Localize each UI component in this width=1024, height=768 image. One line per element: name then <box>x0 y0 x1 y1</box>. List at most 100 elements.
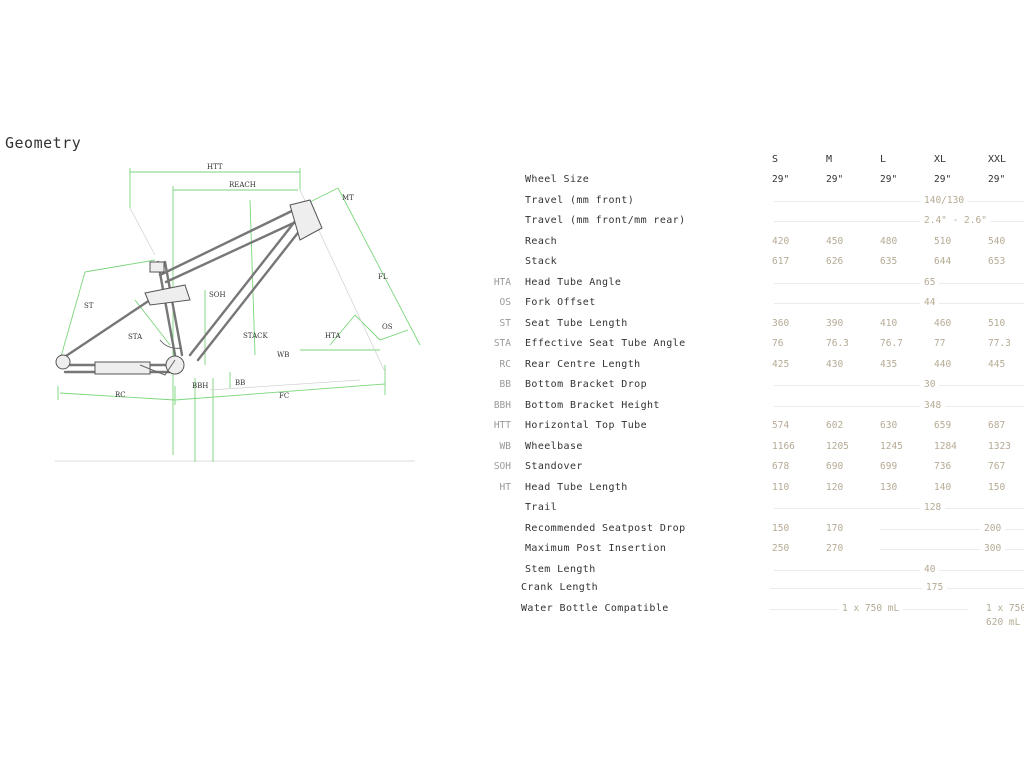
geometry-row: BB Bottom Bracket Drop 30 <box>0 379 1024 399</box>
row-label: Stem Length <box>525 563 596 575</box>
row-value: 29" <box>772 174 790 185</box>
geometry-row: Travel (mm front) 140/130 <box>0 194 1024 215</box>
row-abbreviation: BB <box>499 379 511 390</box>
row-label: Bottom Bracket Height <box>525 399 660 411</box>
row-value: 1245 <box>880 440 903 452</box>
row-abbreviation: SOH <box>493 461 511 472</box>
span-value: 30 <box>920 379 940 390</box>
row-value: 425 <box>772 358 790 370</box>
row-value: 170 <box>826 522 844 534</box>
row-label: Head Tube Angle <box>525 276 622 288</box>
row-label: Seat Tube Length <box>525 317 628 329</box>
label-fl: FL <box>378 273 388 281</box>
row-label: Recommended Seatpost Drop <box>525 522 686 534</box>
label-wb: WB <box>277 351 289 359</box>
row-value: 1323 <box>988 440 1011 452</box>
size-header-xxl: XXL <box>988 154 1007 165</box>
row-abbreviation: RC <box>499 358 511 370</box>
row-label: Maximum Post Insertion <box>525 543 667 554</box>
row-value: 29" <box>934 174 952 185</box>
row-label: Wheelbase <box>525 440 583 452</box>
span-line <box>774 569 1024 571</box>
label-mt: MT <box>342 194 354 202</box>
span-line <box>774 221 1024 222</box>
span-line <box>774 200 1024 202</box>
row-value: 574 <box>772 420 790 431</box>
row-abbreviation: WB <box>499 440 511 452</box>
row-label: Trail <box>525 502 558 513</box>
row-label: Head Tube Length <box>525 481 628 493</box>
row-value: 76.3 <box>826 338 849 349</box>
row-value: 410 <box>880 317 898 329</box>
span-line <box>774 303 1024 304</box>
row-label: Bottom Bracket Drop <box>525 379 647 390</box>
row-value: 360 <box>772 317 790 329</box>
span-value: 128 <box>920 502 946 513</box>
row-value: 130 <box>880 481 898 493</box>
frame-geometry-diagram: HTT REACH MT ST SOH FL OS STA STACK HTA … <box>55 163 421 462</box>
row-value: 110 <box>772 481 790 493</box>
row-label: Stack <box>525 256 558 267</box>
row-label: Water Bottle Compatible <box>521 603 669 614</box>
row-abbreviation: OS <box>499 297 511 308</box>
row-value: 630 <box>880 420 898 431</box>
row-abbreviation: HTT <box>493 420 511 431</box>
label-st: ST <box>84 302 94 310</box>
row-value: 510 <box>934 235 952 247</box>
label-stack: STACK <box>243 332 268 340</box>
geometry-row: Trail 128 <box>0 502 1024 522</box>
row-value: 767 <box>988 461 1006 472</box>
row-value: 510 <box>988 317 1006 329</box>
row-value: 120 <box>826 481 844 493</box>
row-label: Wheel Size <box>525 174 590 185</box>
row-value: 1284 <box>934 440 957 452</box>
span-value: 40 <box>920 563 940 575</box>
row-value: 690 <box>826 461 844 472</box>
span-line <box>880 528 1024 530</box>
row-abbreviation: HT <box>499 481 511 493</box>
row-value: 460 <box>934 317 952 329</box>
span-line <box>774 508 1024 509</box>
row-label: Travel (mm front/mm rear) <box>525 215 686 226</box>
row-value: 617 <box>772 256 790 267</box>
row-value: 150 <box>772 522 790 534</box>
span-value: 200 <box>980 522 1006 534</box>
row-label: Standover <box>525 461 583 472</box>
row-value: 699 <box>880 461 898 472</box>
row-value: 602 <box>826 420 844 431</box>
row-value: 1205 <box>826 440 849 452</box>
row-value: 150 <box>988 481 1006 493</box>
span-line <box>774 405 1024 407</box>
row-label: Crank Length <box>521 582 599 593</box>
label-fc: FC <box>279 392 289 400</box>
row-label: Horizontal Top Tube <box>525 420 647 431</box>
geometry-row: Recommended Seatpost Drop 150 170 200 <box>0 522 1024 543</box>
row-value: 620 mL <box>986 617 1021 628</box>
row-label: Rear Centre Length <box>525 358 641 370</box>
row-label: Travel (mm front) <box>525 194 635 206</box>
span-line <box>774 282 1024 284</box>
row-label: Reach <box>525 235 558 247</box>
row-value: 540 <box>988 235 1006 247</box>
row-value: 77 <box>934 338 946 349</box>
row-abbreviation: HTA <box>493 276 511 288</box>
label-os: OS <box>382 323 393 331</box>
row-value: 29" <box>880 174 898 185</box>
row-abbreviation: BBH <box>493 399 511 411</box>
row-value: 270 <box>826 543 844 554</box>
span-value: 140/130 <box>920 194 969 206</box>
row-value: 29" <box>988 174 1006 185</box>
